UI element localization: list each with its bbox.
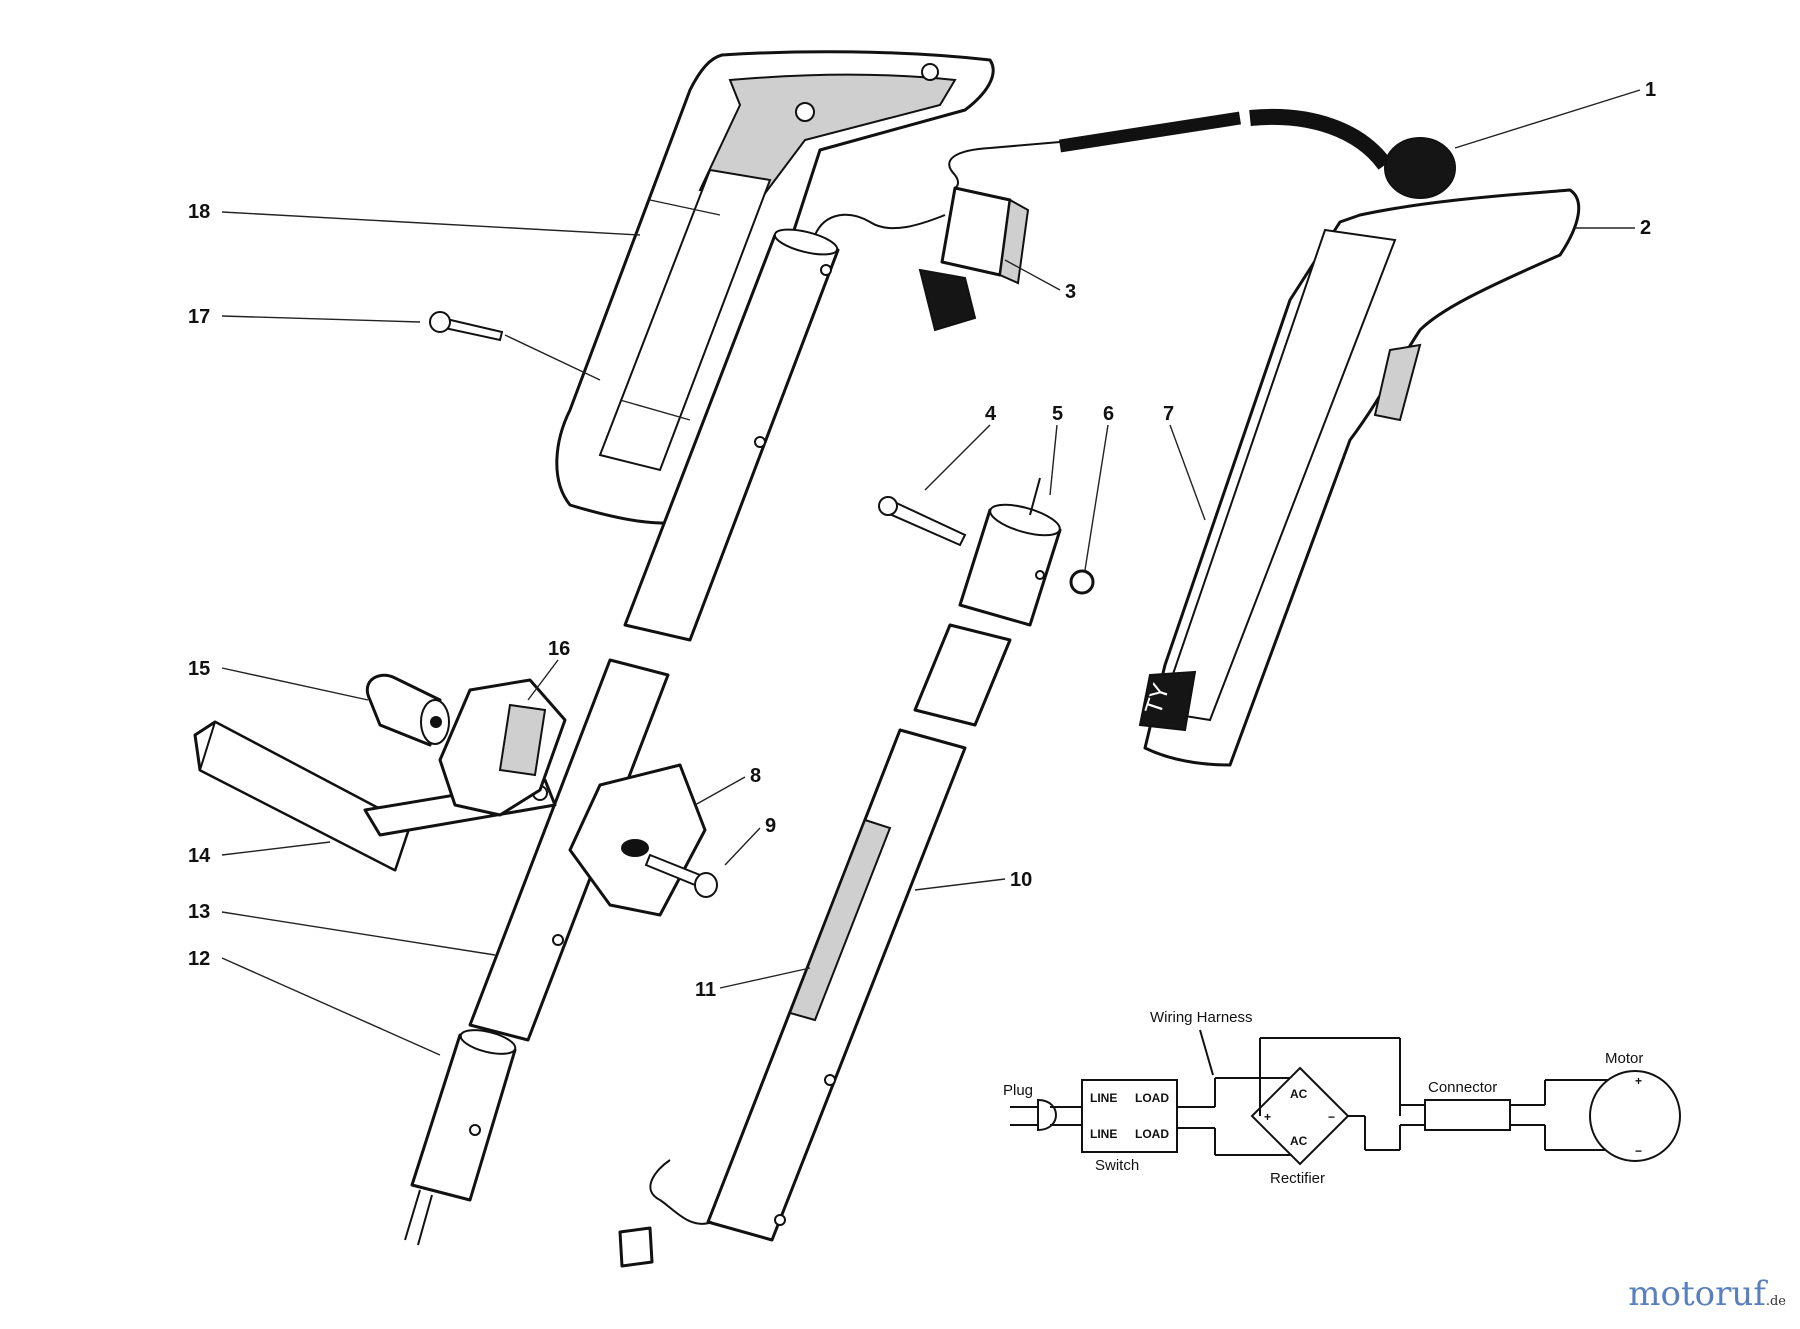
part-17-screw: [429, 311, 504, 342]
schem-switch-label: Switch: [1095, 1157, 1139, 1174]
callout-2: 2: [1640, 217, 1651, 239]
wiring-schematic: Plug LINE LINE LOAD LOAD Switch Wiring H…: [1003, 1009, 1681, 1187]
callout-10: 10: [1010, 869, 1032, 891]
part-12-sleeve: [404, 1029, 517, 1246]
part-10-lower-tube: [618, 728, 967, 1268]
callout-13: 13: [188, 901, 210, 923]
schem-line-top: LINE: [1090, 1091, 1117, 1105]
callout-4: 4: [985, 403, 997, 425]
callout-1: 1: [1645, 79, 1656, 101]
schem-rectifier-label: Rectifier: [1270, 1170, 1325, 1187]
schem-motor-circle: [1589, 1070, 1681, 1162]
part-8-clamp: [568, 763, 707, 917]
schem-plug-label: Plug: [1003, 1082, 1033, 1099]
schem-connector-box: [1424, 1099, 1511, 1131]
callout-11: 11: [695, 979, 716, 1001]
part-14-aux-handle: [193, 720, 557, 872]
schem-switch-box: [1081, 1079, 1178, 1153]
schem-connector-label: Connector: [1428, 1079, 1497, 1096]
callout-16: 16: [548, 638, 570, 660]
schem-plus: +: [1264, 1110, 1271, 1124]
part-13-upper-tube: [623, 213, 946, 642]
callout-9: 9: [765, 815, 776, 837]
part-9-bolt: [644, 853, 718, 898]
callout-3: 3: [1065, 281, 1076, 303]
schem-load-top: LOAD: [1135, 1091, 1169, 1105]
part-4-bolt: [878, 496, 967, 547]
part-16-bracket: [438, 678, 567, 817]
watermark-logo: motoruf.de: [1628, 1274, 1786, 1314]
part-2-handle-half: TY: [1138, 188, 1581, 767]
watermark-main: motoruf: [1628, 1274, 1766, 1314]
schem-ac-bottom: AC: [1290, 1134, 1308, 1148]
callout-18: 18: [188, 201, 210, 223]
part-10-upper-tube: [913, 623, 1012, 727]
schem-motor-plus: +: [1635, 1074, 1642, 1088]
callout-8: 8: [750, 765, 761, 787]
callout-7: 7: [1163, 403, 1174, 425]
part-15-knob: [366, 673, 450, 747]
schem-rectifier: [1250, 1066, 1350, 1166]
callout-numbers: 1 2 3 4 5 6 7 8 9 10 11 12 13 14 15 16 1…: [188, 79, 1656, 1001]
callout-6: 6: [1103, 403, 1114, 425]
watermark-tld: .de: [1765, 1294, 1786, 1309]
schem-load-bottom: LOAD: [1135, 1127, 1169, 1141]
callout-12: 12: [188, 948, 210, 970]
schem-ac-top: AC: [1290, 1087, 1308, 1101]
schem-motor-label: Motor: [1605, 1050, 1643, 1067]
callout-5: 5: [1052, 403, 1063, 425]
schem-minus: −: [1328, 1110, 1335, 1124]
schem-line-bottom: LINE: [1090, 1127, 1117, 1141]
schem-wiring-harness-label: Wiring Harness: [1150, 1009, 1253, 1026]
schem-motor-minus: −: [1635, 1144, 1642, 1158]
part-6-nut: [1069, 569, 1095, 595]
leader-lines: [221, 89, 1641, 1056]
part-3-switch: [918, 174, 1030, 332]
part-5-coupler: [958, 477, 1062, 627]
part-1-power-cord: [948, 108, 1456, 199]
callout-14: 14: [188, 845, 211, 867]
callout-17: 17: [188, 306, 210, 328]
callout-15: 15: [188, 658, 210, 680]
